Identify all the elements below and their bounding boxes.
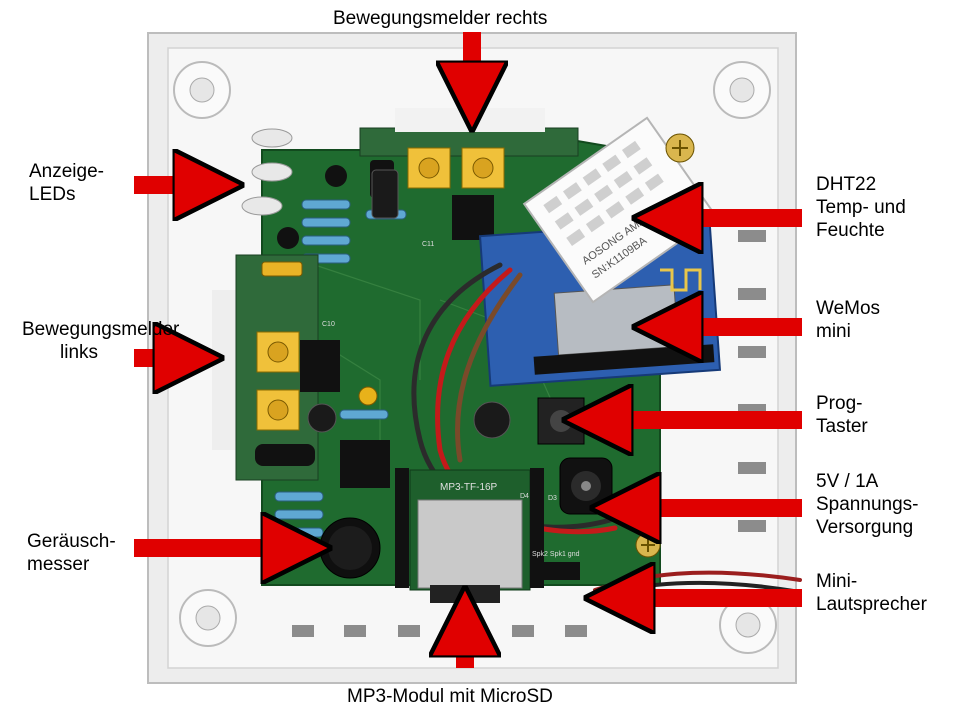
indicator-leds xyxy=(241,128,347,249)
silk-d3: D3 xyxy=(548,495,557,502)
label-noise: Geräusch- messer xyxy=(27,531,116,575)
silk-c10: C10 xyxy=(322,321,335,328)
label-dht22: DHT22 Temp- und Feuchte xyxy=(816,174,906,241)
capacitors xyxy=(307,169,511,439)
silk-c9: C9 xyxy=(620,447,629,454)
mounting-posts xyxy=(173,61,777,654)
callout-arrows xyxy=(134,32,802,668)
power-jack xyxy=(559,457,613,515)
speaker-silk: Spk2 Spk1 gnd xyxy=(532,551,580,558)
silk-d4: D4 xyxy=(520,493,529,500)
yellow-capacitor xyxy=(358,386,378,406)
label-power: 5V / 1A Spannungs- Versorgung xyxy=(816,471,919,538)
motion-sensor-right xyxy=(359,108,579,240)
prog-button xyxy=(537,397,585,445)
label-mp3: MP3-Modul mit MicroSD xyxy=(347,686,553,707)
label-leds: Anzeige- LEDs xyxy=(29,161,104,205)
mp3-print: MP3-TF-16P xyxy=(440,482,498,493)
label-wemos: WeMos mini xyxy=(816,298,881,342)
speaker-connector: Spk2 Spk1 gnd xyxy=(532,551,580,580)
mp3-module: MP3-TF-16P xyxy=(395,468,544,603)
microphone xyxy=(319,517,381,579)
label-motion-left: Bewegungsmelder links xyxy=(22,319,180,363)
label-motion-right: Bewegungsmelder rechts xyxy=(333,8,548,29)
label-prog: Prog- Taster xyxy=(816,393,868,437)
ic-chip xyxy=(340,440,390,488)
silk-c11: C11 xyxy=(422,241,434,248)
label-speaker: Mini- Lautsprecher xyxy=(816,571,927,615)
